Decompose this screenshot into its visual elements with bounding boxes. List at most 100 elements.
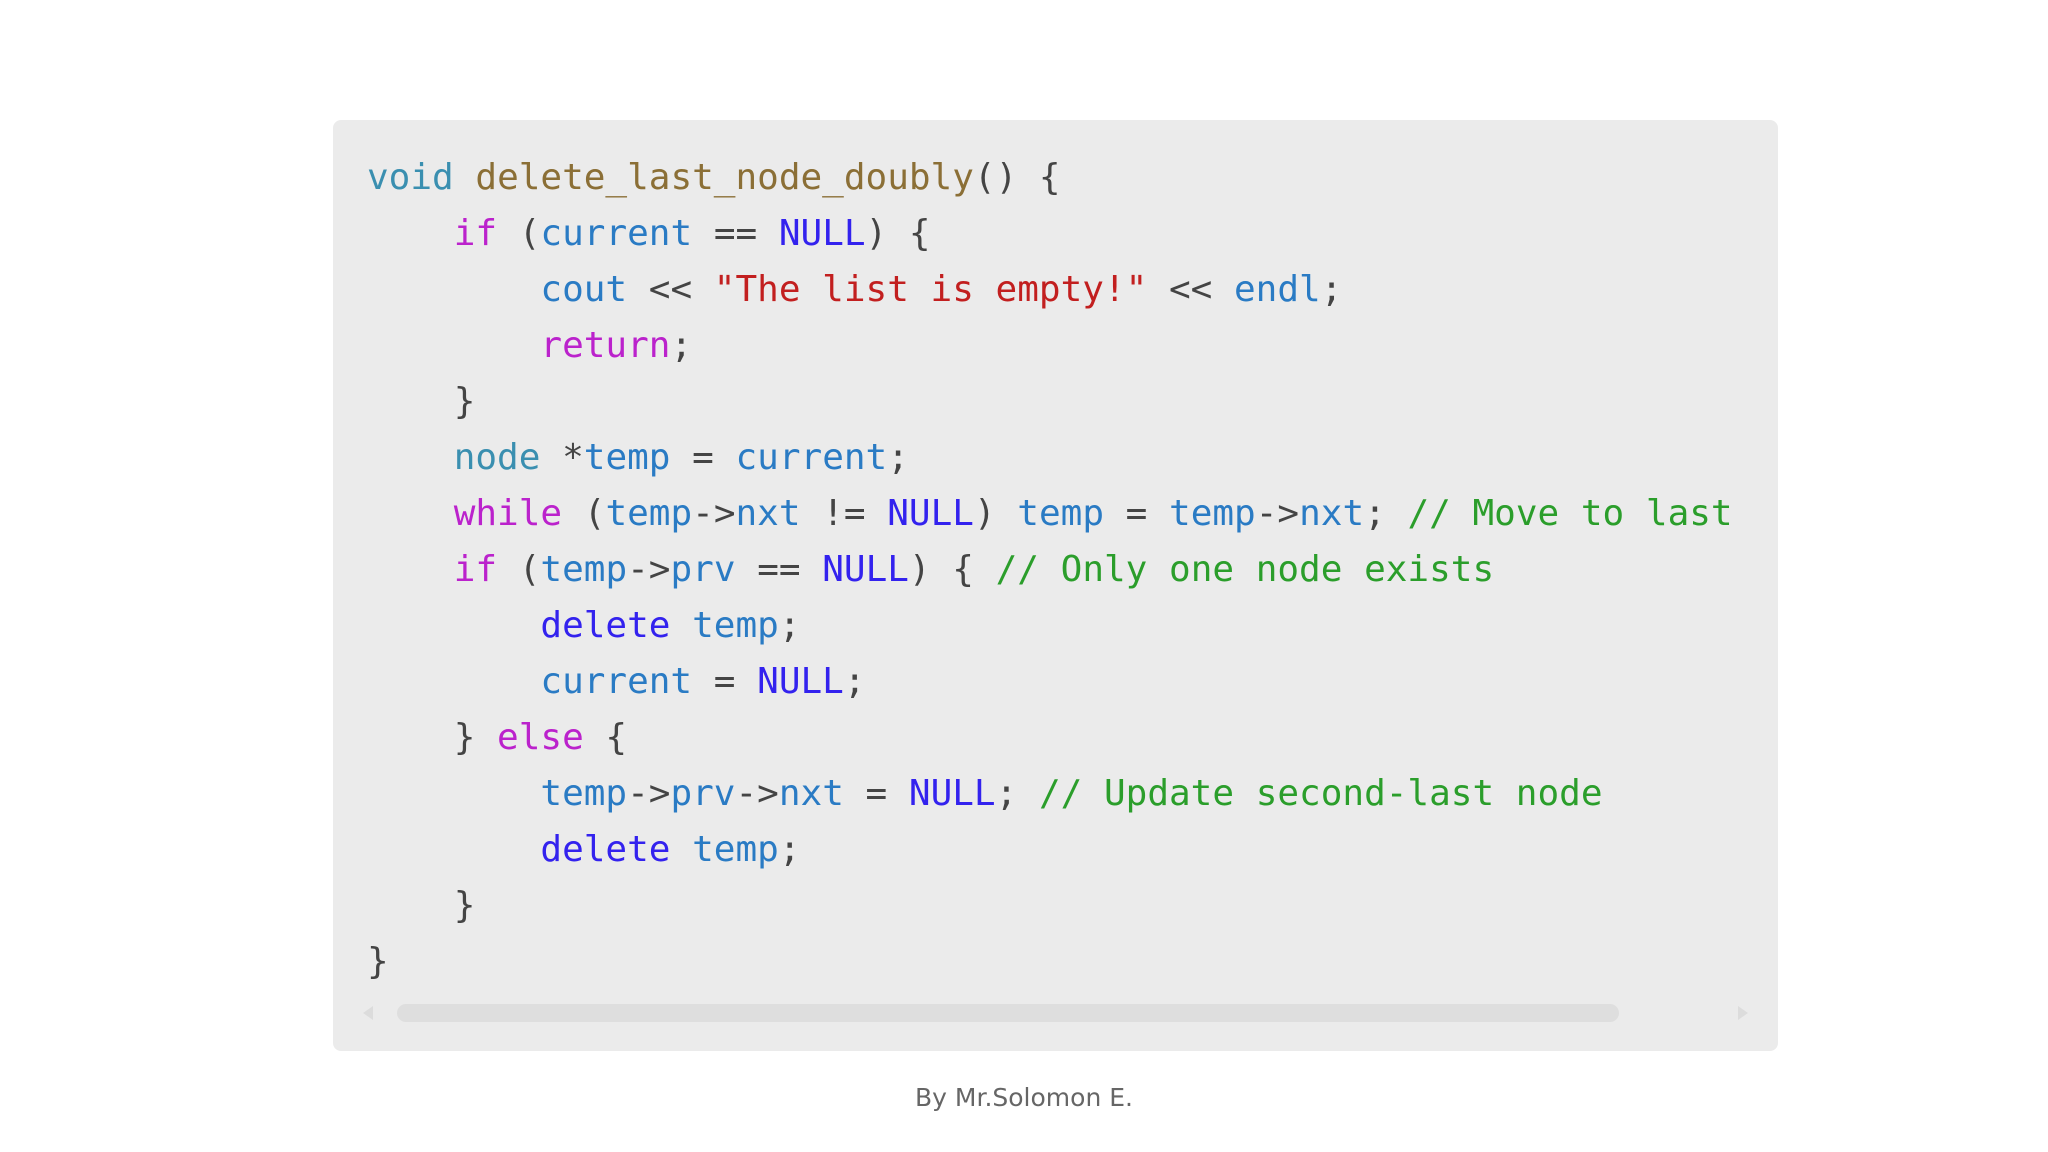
code-line: } bbox=[367, 934, 1733, 990]
code-token: = bbox=[670, 437, 736, 478]
code-line: return; bbox=[367, 318, 1733, 374]
code-token: } bbox=[367, 941, 389, 982]
code-token: ; bbox=[1320, 269, 1343, 310]
code-token: // Update second-last node bbox=[1038, 773, 1603, 814]
code-line: if (current == NULL) { bbox=[367, 206, 1733, 262]
code-token: temp bbox=[540, 549, 628, 590]
code-token: ; bbox=[1364, 493, 1408, 534]
code-token: ( bbox=[497, 549, 541, 590]
code-token: temp bbox=[692, 829, 779, 870]
code-token: ; bbox=[887, 437, 909, 478]
code-token: nxt bbox=[1299, 493, 1365, 534]
code-block: void delete_last_node_doubly() { if (cur… bbox=[333, 120, 1778, 1051]
code-token: // Move to last bbox=[1407, 493, 1733, 534]
code-token: // Only one node exists bbox=[995, 549, 1495, 590]
code-token bbox=[454, 157, 476, 198]
code-token: ) { bbox=[908, 549, 996, 590]
code-token: temp bbox=[692, 605, 779, 646]
code-token: delete bbox=[540, 605, 671, 646]
code-token: current bbox=[540, 661, 693, 702]
code-line: node *temp = current; bbox=[367, 430, 1733, 486]
code-token: temp bbox=[583, 437, 671, 478]
code-token: nxt bbox=[778, 773, 844, 814]
code-token: return bbox=[540, 325, 671, 366]
code-token bbox=[670, 829, 692, 870]
code-line: } else { bbox=[367, 710, 1733, 766]
code-token: } bbox=[367, 381, 476, 422]
code-token: NULL bbox=[757, 661, 844, 702]
code-token: ; bbox=[843, 661, 866, 702]
code-token: != bbox=[800, 493, 888, 534]
code-token: ) bbox=[973, 493, 1018, 534]
code-token: = bbox=[843, 773, 909, 814]
code-token: nxt bbox=[735, 493, 801, 534]
code-token: "The list is empty!" bbox=[713, 269, 1148, 310]
code-token: NULL bbox=[778, 213, 866, 254]
code-token: temp bbox=[1017, 493, 1104, 534]
author-caption: By Mr.Solomon E. bbox=[915, 1083, 1133, 1112]
scroll-right-arrow-icon[interactable] bbox=[1738, 1006, 1748, 1020]
code-token: prv bbox=[670, 549, 736, 590]
code-token: == bbox=[692, 213, 779, 254]
code-token: * bbox=[540, 437, 584, 478]
code-token bbox=[367, 269, 540, 310]
code-token: temp bbox=[1169, 493, 1256, 534]
code-token: == bbox=[735, 549, 823, 590]
code-token: -> bbox=[735, 773, 779, 814]
scroll-left-arrow-icon[interactable] bbox=[363, 1006, 373, 1020]
code-token bbox=[367, 493, 454, 534]
code-line: delete temp; bbox=[367, 822, 1733, 878]
code-token: while bbox=[453, 493, 563, 534]
code-token: ; bbox=[778, 605, 801, 646]
code-token: endl bbox=[1233, 269, 1321, 310]
code-token: void bbox=[367, 157, 454, 198]
code-token: << bbox=[627, 269, 714, 310]
code-token: current bbox=[735, 437, 888, 478]
code-token: ( bbox=[497, 213, 541, 254]
code-token bbox=[367, 549, 454, 590]
code-token: ; bbox=[670, 325, 693, 366]
code-token: NULL bbox=[887, 493, 974, 534]
code-token: -> bbox=[692, 493, 736, 534]
code-token bbox=[367, 773, 540, 814]
code-token bbox=[367, 437, 454, 478]
code-content: void delete_last_node_doubly() { if (cur… bbox=[367, 150, 1733, 990]
code-line: cout << "The list is empty!" << endl; bbox=[367, 262, 1733, 318]
code-token: { bbox=[583, 717, 628, 758]
code-line: delete temp; bbox=[367, 598, 1733, 654]
code-token: ( bbox=[562, 493, 606, 534]
code-token: } bbox=[367, 717, 498, 758]
code-line: while (temp->nxt != NULL) temp = temp->n… bbox=[367, 486, 1733, 542]
code-token: -> bbox=[627, 773, 671, 814]
code-token bbox=[367, 213, 454, 254]
code-token bbox=[670, 605, 692, 646]
code-token: cout bbox=[540, 269, 628, 310]
code-line: current = NULL; bbox=[367, 654, 1733, 710]
code-token bbox=[367, 661, 540, 702]
horizontal-scrollbar[interactable] bbox=[333, 1003, 1778, 1023]
code-token bbox=[367, 829, 540, 870]
code-line: } bbox=[367, 374, 1733, 430]
code-token: delete_last_node_doubly bbox=[475, 157, 974, 198]
scrollbar-thumb[interactable] bbox=[397, 1004, 1619, 1022]
code-token: = bbox=[1104, 493, 1170, 534]
code-token: temp bbox=[540, 773, 628, 814]
code-token: -> bbox=[627, 549, 671, 590]
code-token: current bbox=[540, 213, 693, 254]
code-line: } bbox=[367, 878, 1733, 934]
code-token: NULL bbox=[908, 773, 996, 814]
code-line: void delete_last_node_doubly() { bbox=[367, 150, 1733, 206]
code-token: = bbox=[692, 661, 758, 702]
code-token: -> bbox=[1255, 493, 1300, 534]
code-token: << bbox=[1147, 269, 1234, 310]
code-token bbox=[367, 605, 540, 646]
code-line: if (temp->prv == NULL) { // Only one nod… bbox=[367, 542, 1733, 598]
code-token: delete bbox=[540, 829, 671, 870]
code-token: } bbox=[367, 885, 476, 926]
code-token: temp bbox=[605, 493, 693, 534]
code-token: () { bbox=[973, 157, 1061, 198]
code-line: temp->prv->nxt = NULL; // Update second-… bbox=[367, 766, 1733, 822]
code-token: ; bbox=[778, 829, 801, 870]
code-token: else bbox=[497, 717, 584, 758]
code-token: ; bbox=[995, 773, 1039, 814]
